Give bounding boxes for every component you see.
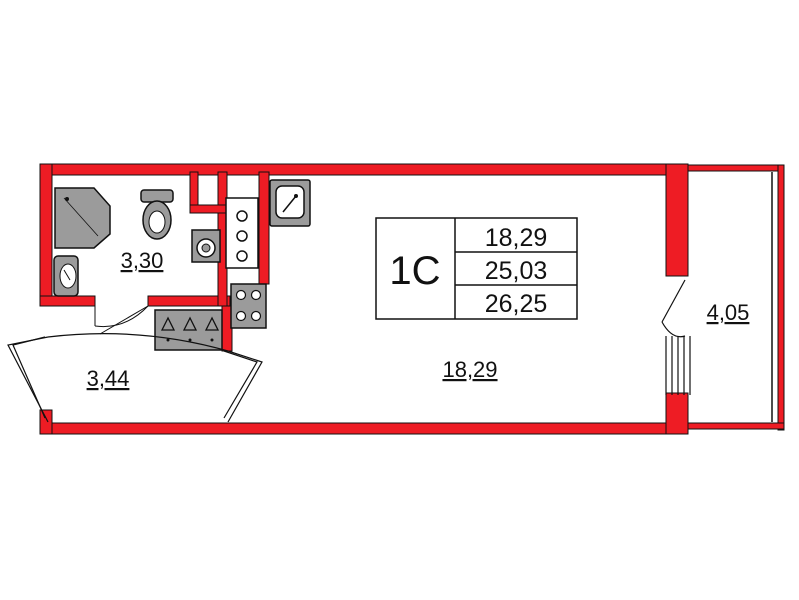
balcony-threshold-icon xyxy=(665,336,691,395)
wall-bottom xyxy=(39,422,671,435)
total-area-value: 25,03 xyxy=(485,257,548,285)
main-room-area-label: 18,29 xyxy=(442,357,497,382)
walls xyxy=(39,163,785,435)
wall-left-upper xyxy=(39,163,53,307)
toilet-icon xyxy=(140,189,174,240)
kitchen-sink-icon xyxy=(269,179,311,227)
apartment-type-label: 1C xyxy=(389,249,440,293)
wall-left-lower xyxy=(39,409,53,435)
wall-kitchen-partition xyxy=(258,171,270,285)
wall-bathroom-bottom-left xyxy=(39,295,96,307)
wall-niche-bottom xyxy=(189,204,227,214)
wall-bathroom-bottom-right xyxy=(147,295,231,307)
total-area-with-balcony-value: 26,25 xyxy=(485,290,548,318)
washbasin-icon xyxy=(53,255,79,297)
hob-icon xyxy=(225,197,259,269)
wardrobe-icon xyxy=(154,309,223,351)
hall-bay-window-icon xyxy=(7,333,263,423)
living-area-value: 18,29 xyxy=(485,224,548,252)
wall-balcony-top xyxy=(687,164,785,172)
balcony-door-icon xyxy=(661,279,686,338)
wall-right-lower xyxy=(665,392,689,435)
wall-top xyxy=(39,163,689,176)
stove-icon xyxy=(230,283,267,329)
wall-balcony-bottom xyxy=(687,422,785,430)
hall-area-label: 3,44 xyxy=(87,366,130,391)
shower-tray-icon xyxy=(54,187,111,249)
wall-right-upper xyxy=(665,163,689,277)
bathroom-door-icon xyxy=(94,305,149,335)
wall-balcony-right xyxy=(777,164,785,431)
washing-machine-icon xyxy=(191,229,221,263)
bathroom-area-label: 3,30 xyxy=(121,248,164,273)
area-table: 1C 18,29 25,03 26,25 xyxy=(375,217,578,320)
balcony-area-label: 4,05 xyxy=(707,300,750,325)
